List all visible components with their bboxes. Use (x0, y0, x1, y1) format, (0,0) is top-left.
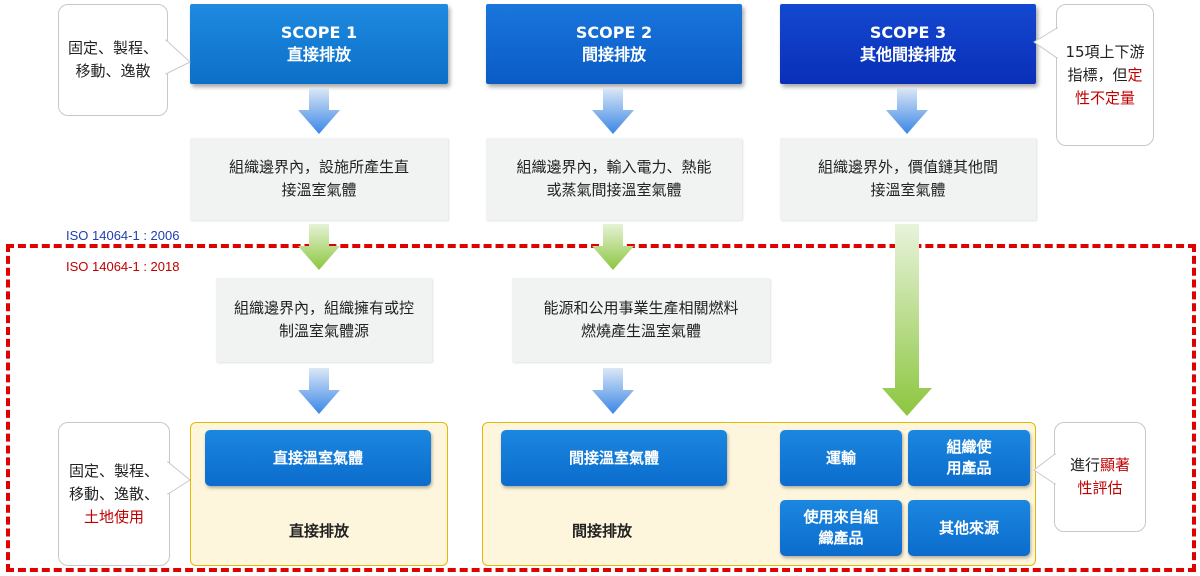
callout-pointer (164, 38, 191, 75)
box-line: 織產品 (818, 529, 864, 547)
long-down-arrow-icon (882, 224, 932, 416)
desc-line: 組織邊界內，設施所產生直 (228, 158, 409, 176)
callout-scope1-sources: 固定、製程、 移動、逸散 (58, 4, 168, 116)
box-line: 用產品 (946, 459, 992, 477)
scope-2-header: SCOPE 2 間接排放 (486, 4, 742, 84)
direct-emissions-label: 直接排放 (288, 522, 349, 540)
scope-1-subtitle: 直接排放 (286, 45, 351, 64)
callout-pointer (1033, 452, 1058, 485)
desc-line: 或蒸氣間接溫室氣體 (546, 181, 682, 199)
other-sources-box: 其他來源 (908, 500, 1030, 556)
desc-line: 接溫室氣體 (281, 181, 357, 199)
scope-3-header: SCOPE 3 其他間接排放 (780, 4, 1036, 84)
callout-pointer (1033, 27, 1060, 59)
down-arrow-icon (592, 88, 634, 134)
scope-2-subtitle: 間接排放 (581, 45, 646, 64)
products-from-org-box: 使用來自組 織產品 (780, 500, 902, 556)
down-arrow-icon (298, 224, 340, 270)
desc-2018-energy: 能源和公用事業生產相關燃料燃燒產生溫室氣體 (512, 278, 770, 362)
callout-highlight: 土地使用 (83, 507, 144, 526)
iso-2006-label: ISO 14064-1 : 2006 (66, 228, 180, 243)
callout-scope3-indicators: 15項上下游 指標，但定 性不定量 (1056, 4, 1154, 146)
desc-line: 組織邊界外，價值鏈其他間 (817, 158, 998, 176)
callout-highlight: 性不定量 (1074, 88, 1135, 107)
desc-line: 接溫室氣體 (870, 181, 946, 199)
callout-line: 進行 (1069, 456, 1100, 474)
desc-line: 制溫室氣體源 (278, 322, 369, 340)
callout-line: 固定、製程、 (67, 39, 158, 57)
indirect-emissions-label: 間接排放 (571, 522, 632, 540)
down-arrow-icon (592, 224, 634, 270)
scope-3-subtitle: 其他間接排放 (859, 45, 956, 64)
down-arrow-icon (886, 88, 928, 134)
desc-line: 組織邊界內，組織擁有或控 (233, 299, 414, 317)
desc-2006-scope1: 組織邊界內，設施所產生直接溫室氣體 (190, 138, 448, 220)
desc-2006-scope2: 組織邊界內，輸入電力、熱能或蒸氣間接溫室氣體 (486, 138, 742, 220)
scope-3-title: SCOPE 3 (869, 23, 947, 42)
callout-highlight: 定 (1127, 65, 1143, 84)
iso-2018-label: ISO 14064-1 : 2018 (66, 259, 180, 274)
callout-line: 移動、逸散 (75, 62, 151, 80)
direct-ghg-box: 直接溫室氣體 (205, 430, 431, 486)
callout-highlight: 性評估 (1077, 479, 1123, 497)
callout-line: 15項上下游 (1065, 42, 1145, 61)
callout-line: 指標，但 (1067, 65, 1128, 84)
box-line: 組織使 (946, 438, 992, 456)
down-arrow-icon (592, 368, 634, 414)
down-arrow-icon (298, 368, 340, 414)
scope-1-title: SCOPE 1 (280, 23, 358, 42)
down-arrow-icon (298, 88, 340, 134)
callout-direct-sources: 固定、製程、 移動、逸散、 土地使用 (58, 422, 170, 566)
callout-highlight: 顯著 (1100, 456, 1131, 474)
indirect-ghg-box: 間接溫室氣體 (501, 430, 727, 486)
callout-significance: 進行顯著 性評估 (1054, 422, 1146, 532)
desc-line: 燃燒產生溫室氣體 (580, 322, 701, 340)
desc-2018-direct: 組織邊界內，組織擁有或控制溫室氣體源 (216, 278, 432, 362)
desc-2006-scope3: 組織邊界外，價值鏈其他間接溫室氣體 (780, 138, 1036, 220)
transport-box: 運輸 (780, 430, 902, 486)
scope-1-header: SCOPE 1 直接排放 (190, 4, 448, 84)
callout-line: 固定、製程、 (68, 461, 159, 480)
callout-pointer (166, 460, 191, 495)
desc-line: 能源和公用事業生產相關燃料 (543, 299, 739, 317)
use-products-box: 組織使 用產品 (908, 430, 1030, 486)
desc-line: 組織邊界內，輸入電力、熱能 (516, 158, 712, 176)
box-line: 使用來自組 (803, 508, 879, 526)
callout-line: 移動、逸散、 (68, 484, 159, 503)
scope-2-title: SCOPE 2 (575, 23, 653, 42)
